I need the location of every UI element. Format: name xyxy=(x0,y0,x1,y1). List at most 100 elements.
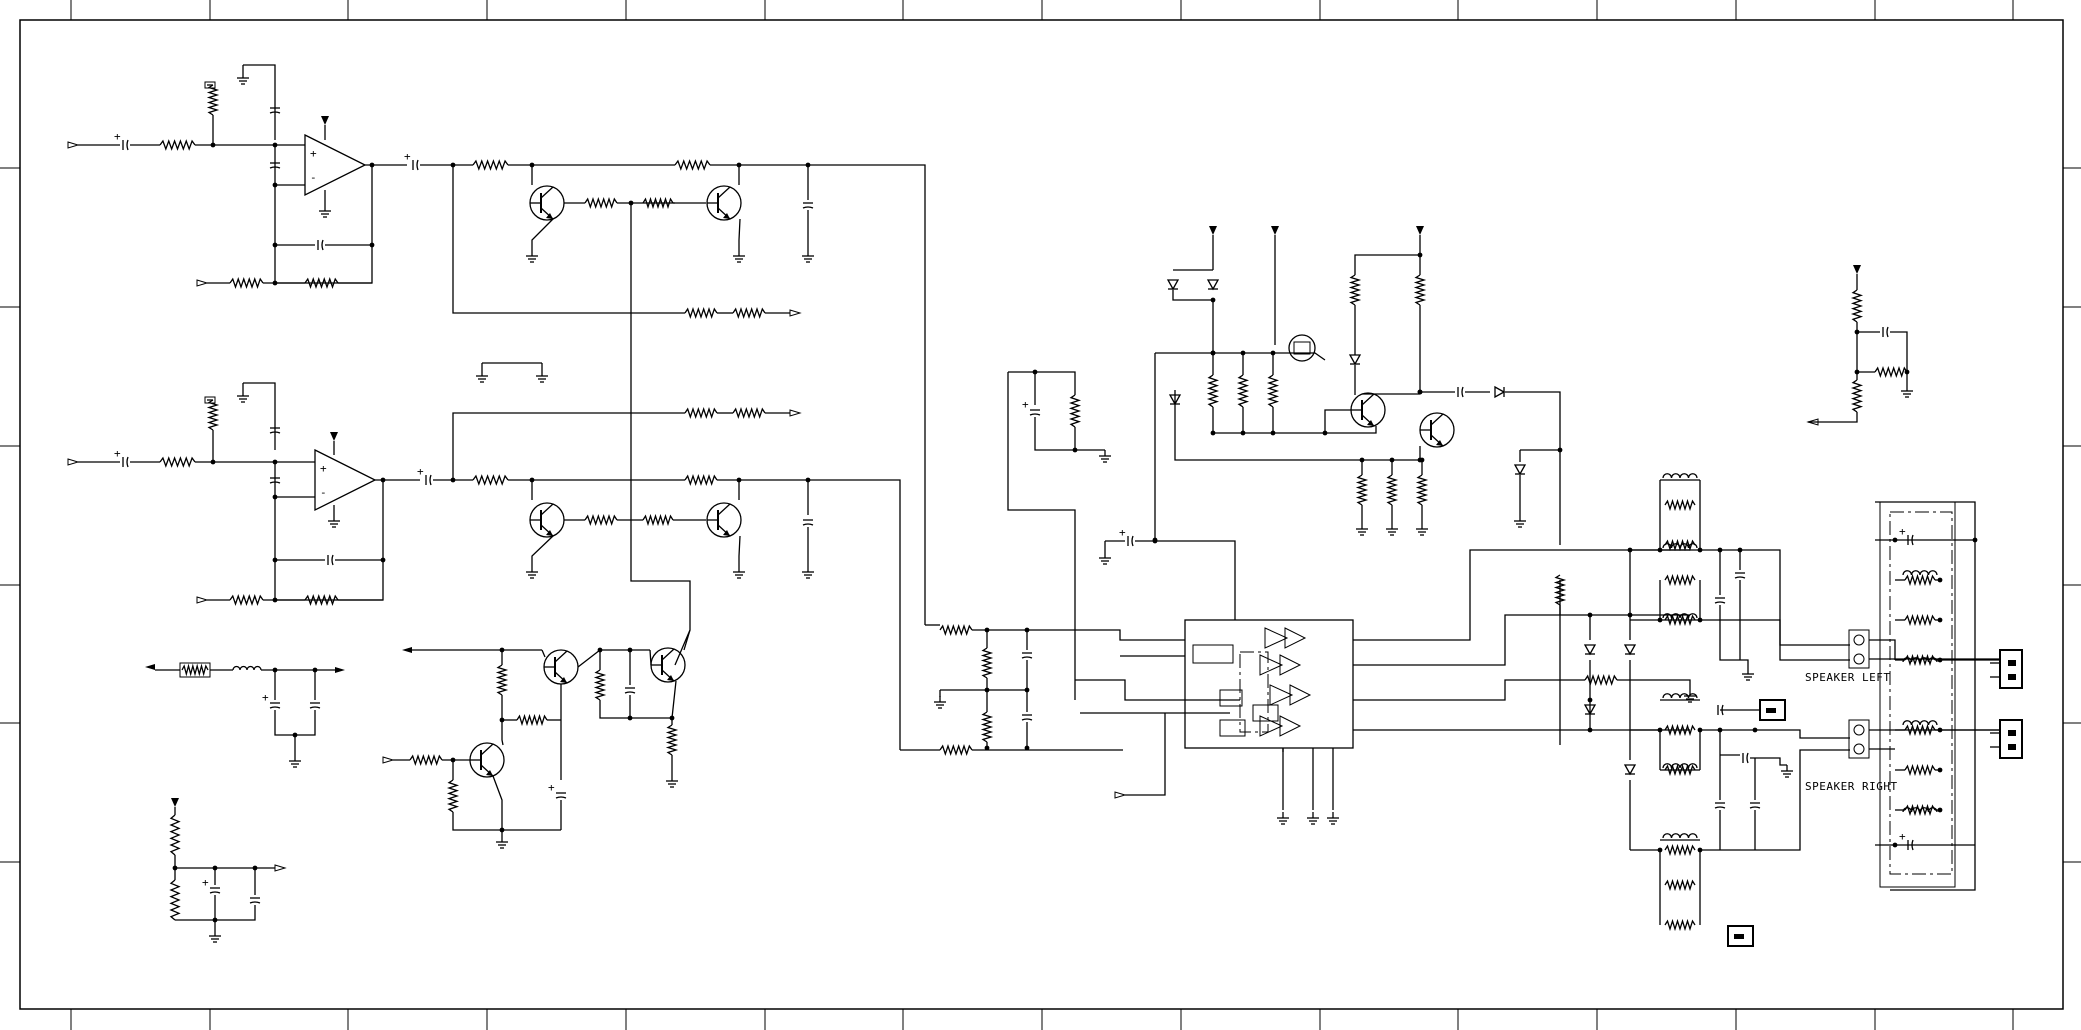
ground-symbol xyxy=(1327,812,1339,824)
supply-arrow xyxy=(321,116,329,125)
wire xyxy=(1353,680,1560,700)
wire xyxy=(739,536,740,566)
resistor xyxy=(1416,275,1424,305)
svg-text:+: + xyxy=(1022,398,1029,411)
svg-text:+: + xyxy=(548,781,555,794)
wire xyxy=(275,710,315,735)
svg-text:+: + xyxy=(202,876,209,889)
signal-input-arrow xyxy=(197,597,207,603)
wire xyxy=(542,650,545,657)
junction-dot xyxy=(1025,746,1030,751)
diode xyxy=(1625,765,1635,774)
wire xyxy=(1617,680,1690,690)
ground-symbol xyxy=(1386,523,1398,535)
inductor xyxy=(1663,834,1697,838)
capacitor xyxy=(1735,573,1745,578)
ground-symbol xyxy=(289,755,301,767)
capacitor xyxy=(310,703,320,708)
junction-dot xyxy=(1588,728,1593,733)
signal-input-arrow xyxy=(68,142,78,148)
junction-dot xyxy=(1628,613,1633,618)
inductor xyxy=(1903,721,1937,725)
resistor xyxy=(1388,475,1396,505)
resistor xyxy=(675,161,710,169)
wire xyxy=(1355,255,1420,275)
junction-dot xyxy=(1418,253,1423,258)
wire xyxy=(243,65,275,140)
resistor xyxy=(182,666,208,674)
wire xyxy=(739,219,740,250)
capacitor xyxy=(803,520,813,525)
ground-symbol xyxy=(1099,552,1111,564)
ground-symbol xyxy=(476,370,488,382)
junction-dot xyxy=(985,746,990,751)
resistor xyxy=(685,409,717,417)
resistor xyxy=(473,161,508,169)
svg-text:-: - xyxy=(310,171,317,184)
ground-symbol xyxy=(1307,812,1319,824)
wire xyxy=(1125,713,1165,795)
wire xyxy=(631,203,690,665)
npn-transistor xyxy=(1351,393,1385,427)
capacitor xyxy=(328,555,333,565)
wire xyxy=(1505,392,1560,545)
wire xyxy=(532,219,553,250)
power-amp-ic xyxy=(1185,620,1353,748)
wire xyxy=(1035,417,1075,450)
resistor xyxy=(1209,375,1217,407)
resistor xyxy=(1875,368,1907,376)
electrolytic-capacitor: + xyxy=(114,130,128,150)
svg-text:+: + xyxy=(114,447,121,460)
op-amp xyxy=(1270,685,1292,705)
resistor xyxy=(1665,846,1695,854)
resistor xyxy=(940,746,972,754)
supply-arrow xyxy=(1416,226,1424,235)
resistor xyxy=(685,476,717,484)
junction-dot xyxy=(1558,448,1563,453)
wire xyxy=(1353,550,1690,640)
wire xyxy=(684,630,690,650)
wire xyxy=(578,650,650,667)
resistor xyxy=(1905,576,1935,584)
diode xyxy=(1585,645,1595,654)
supply-arrow xyxy=(1209,226,1217,235)
pnp-transistor xyxy=(707,503,741,537)
wire xyxy=(1720,605,1748,668)
electrolytic-capacitor: + xyxy=(404,150,418,170)
wire xyxy=(710,165,925,625)
resistor xyxy=(685,309,717,317)
resistor xyxy=(1853,380,1861,412)
inductor xyxy=(1663,474,1697,478)
resistor xyxy=(1665,501,1695,509)
wire xyxy=(1075,427,1105,450)
wire xyxy=(1890,332,1907,372)
wire xyxy=(453,413,685,480)
inductor xyxy=(1903,571,1937,575)
diode xyxy=(1168,280,1178,289)
capacitor xyxy=(1022,653,1032,658)
diode xyxy=(1350,355,1360,364)
resistor xyxy=(733,309,765,317)
resistor xyxy=(668,725,676,755)
resistor xyxy=(1905,616,1935,624)
svg-text:-: - xyxy=(320,486,327,499)
connector-pin xyxy=(1734,934,1744,939)
resistor xyxy=(1269,375,1277,407)
wire xyxy=(1808,412,1857,422)
connector-pin xyxy=(2008,744,2016,750)
resistor xyxy=(1665,921,1695,929)
resistor xyxy=(230,596,263,604)
electrolytic-capacitor: + xyxy=(114,447,128,467)
wire xyxy=(1869,640,1895,660)
svg-text:+: + xyxy=(114,130,121,143)
svg-text:+: + xyxy=(1899,525,1906,538)
junction-dot xyxy=(1033,370,1038,375)
resistor xyxy=(1239,375,1247,407)
resistor xyxy=(449,780,457,812)
resistor xyxy=(517,716,547,724)
junction-dot xyxy=(370,243,375,248)
resistor xyxy=(1665,576,1695,584)
capacitor xyxy=(1022,715,1032,720)
electrolytic-capacitor: + xyxy=(548,781,566,798)
